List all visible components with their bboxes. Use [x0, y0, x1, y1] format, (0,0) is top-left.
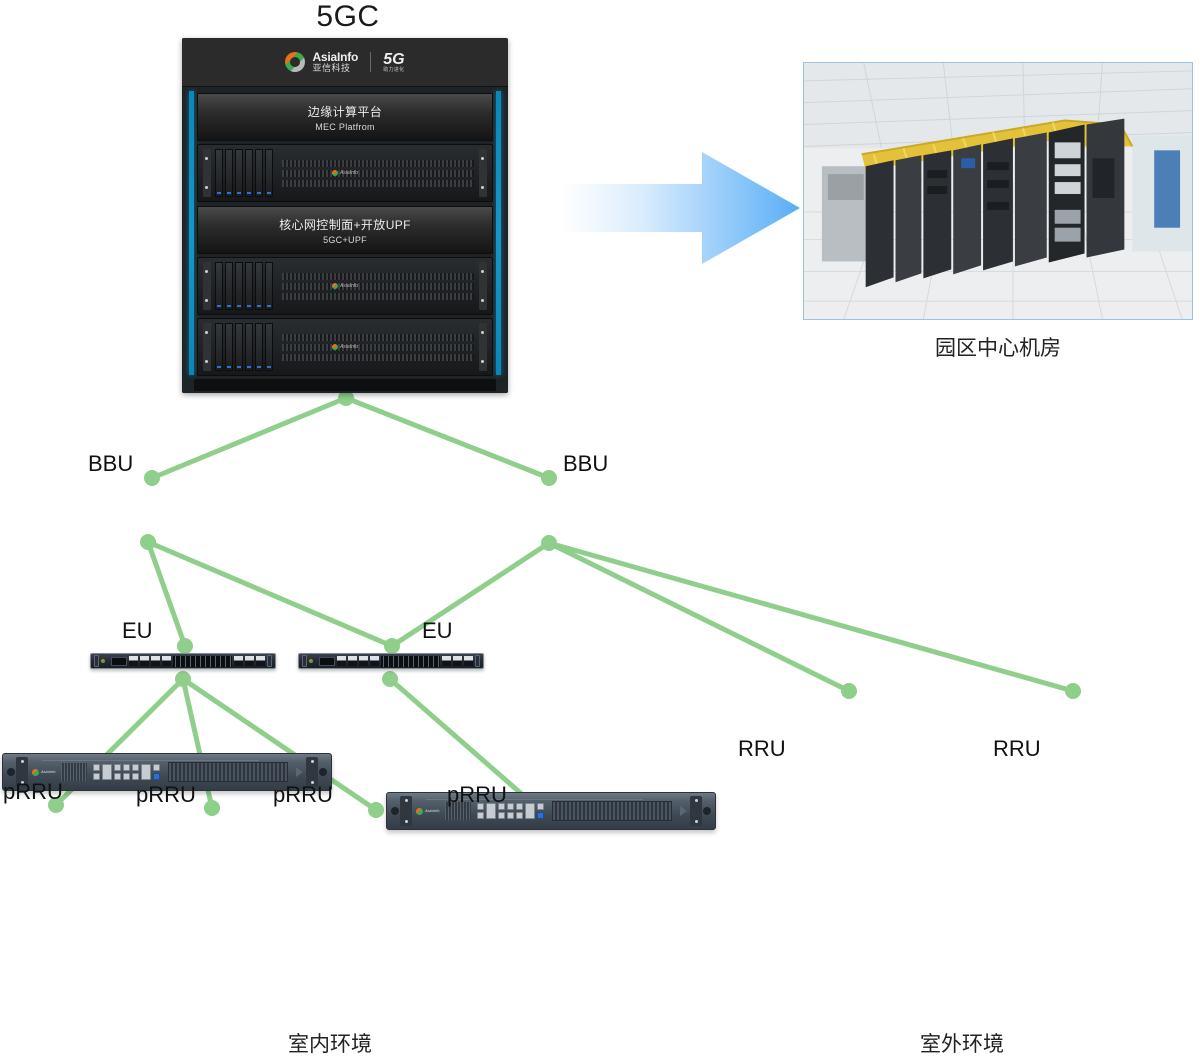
rack-bay-mec: 边缘计算平台 MEC Platfrom AsiaInfo — [197, 93, 493, 202]
bbu-knob-icon — [703, 807, 711, 815]
eu-port-bank — [234, 656, 265, 666]
eu-console-port — [111, 656, 127, 666]
eu-ear-icon — [302, 655, 307, 667]
rack-brand-header: AsiaInfo 亚信科技 5G 助力进化 — [182, 38, 508, 87]
rru-left-label: RRU — [738, 736, 786, 761]
link-node-core-rack — [338, 390, 354, 406]
link-node-prru-2 — [204, 800, 220, 816]
rack-bay-5gc-label-cn: 核心网控制面+开放UPF — [279, 217, 411, 232]
rack-bay-mec-banner: 边缘计算平台 MEC Platfrom — [197, 93, 493, 141]
eu-left-label: EU — [122, 618, 153, 643]
page-title: 5GC — [316, 0, 380, 33]
bbu-right-label: BBU — [563, 451, 609, 476]
eu-brand-logo-icon — [309, 658, 317, 664]
bbu-brand-logo-icon: AsiaInfo — [32, 768, 55, 776]
prru-2-label: pRRU — [136, 782, 196, 807]
eu-left-device — [90, 653, 276, 669]
eu-port-bank — [129, 656, 171, 666]
core-network-rack: AsiaInfo 亚信科技 5G 助力进化 边缘计算平台 MEC Platfro… — [182, 38, 508, 393]
bbu-marker-icon — [680, 806, 687, 816]
eu-ear-icon — [267, 655, 272, 667]
link-eu-left-to-prru-3 — [180, 676, 379, 813]
eu-ear-icon — [475, 655, 480, 667]
link-node-eu-left — [175, 671, 191, 687]
link-bbu-right-to-rru-right — [546, 540, 1076, 694]
eu-ear-icon — [94, 655, 99, 667]
rack-rail-left-icon — [189, 91, 194, 375]
eu-vent-icon — [381, 655, 440, 667]
link-node-bbu-left — [144, 470, 160, 486]
link-bbu-right-to-eu-right — [389, 540, 552, 649]
rack-server-unit: AsiaInfo — [197, 318, 493, 376]
bbu-marker-icon — [296, 767, 303, 777]
five-g-badge-icon: 5G — [383, 50, 405, 68]
bbu-vent-icon — [61, 763, 88, 781]
link-node-prru-1 — [48, 797, 64, 813]
bbu-brand-logo-icon: AsiaInfo — [416, 807, 439, 815]
bbu-ear-icon — [690, 796, 702, 826]
link-node-rru-left — [841, 683, 857, 699]
link-node-eu-right — [382, 671, 398, 687]
rack-bay-mec-label-cn: 边缘计算平台 — [307, 104, 383, 119]
eu-console-port — [319, 656, 335, 666]
rack-server-unit: AsiaInfo — [197, 144, 493, 202]
photo-datacenter-caption: 园区中心机房 — [935, 337, 1061, 360]
rack-bay-mec-label-en: MEC Platfrom — [315, 121, 375, 132]
flow-arrow-icon — [562, 152, 800, 264]
bbu-ear-icon — [400, 796, 412, 826]
bbu-expansion-slot — [168, 762, 288, 782]
bbu-knob-icon — [7, 768, 15, 776]
rack-rail-right-icon — [496, 91, 501, 375]
link-core-rack-to-bbu-left — [149, 395, 349, 481]
asiainfo-logo-icon — [285, 52, 306, 72]
rack-bay-5gc-label-en: 5GC+UPF — [323, 234, 367, 245]
rack-bay-5gc: 核心网控制面+开放UPF 5GC+UPF AsiaInfo — [197, 206, 493, 376]
link-node-prru-3 — [368, 802, 384, 818]
eu-port-bank — [337, 656, 379, 666]
bbu-knob-icon — [319, 768, 327, 776]
link-node-bbu-right — [541, 470, 557, 486]
link-node-rru-right — [1065, 683, 1081, 699]
brand-name-cn: 亚信科技 — [312, 62, 351, 73]
link-node-eu-right — [384, 638, 400, 654]
bbu-vent-icon — [445, 802, 472, 820]
photo-outdoor-caption: 室外环境 — [920, 1033, 1004, 1056]
eu-right-label: EU — [422, 618, 453, 643]
link-bbu-left-to-eu-left — [145, 539, 188, 649]
eu-brand-logo-icon — [101, 658, 109, 664]
rack-server-unit: AsiaInfo — [197, 257, 493, 315]
rack-body: 边缘计算平台 MEC Platfrom AsiaInfo 核心 — [182, 87, 508, 393]
bbu-left-device: AsiaInfo — [2, 753, 332, 791]
eu-vent-icon — [173, 655, 232, 667]
eu-right-device — [298, 653, 484, 669]
brand-name-en: AsiaInfo — [312, 50, 359, 65]
link-core-rack-to-bbu-right — [343, 395, 552, 481]
bbu-ear-icon — [16, 757, 28, 787]
prru-1-label: pRRU — [3, 779, 63, 804]
link-bbu-left-to-eu-right — [145, 539, 395, 649]
bbu-port-bank — [477, 803, 545, 819]
five-g-badge-sub: 助力进化 — [383, 66, 405, 73]
brand-divider — [370, 52, 372, 72]
link-eu-right-to-prru-4 — [387, 676, 543, 813]
link-node-bbu-right — [541, 535, 557, 551]
photo-indoor-caption: 室内环境 — [288, 1033, 372, 1056]
rack-base — [194, 379, 496, 391]
prru-4-label: pRRU — [447, 782, 507, 807]
link-bbu-right-to-rru-left — [546, 540, 852, 694]
bbu-knob-icon — [391, 807, 399, 815]
bbu-port-bank — [93, 764, 161, 780]
bbu-ear-icon — [306, 757, 318, 787]
bbu-left-label: BBU — [88, 451, 134, 476]
prru-3-label: pRRU — [273, 782, 333, 807]
eu-port-bank — [442, 656, 473, 666]
bbu-expansion-slot — [552, 801, 672, 821]
rack-bay-5gc-banner: 核心网控制面+开放UPF 5GC+UPF — [197, 206, 493, 254]
photo-datacenter — [803, 62, 1193, 320]
bbu-right-device: AsiaInfo — [386, 792, 716, 830]
link-node-bbu-left — [140, 534, 156, 550]
link-node-eu-left — [177, 638, 193, 654]
rru-right-label: RRU — [993, 736, 1041, 761]
